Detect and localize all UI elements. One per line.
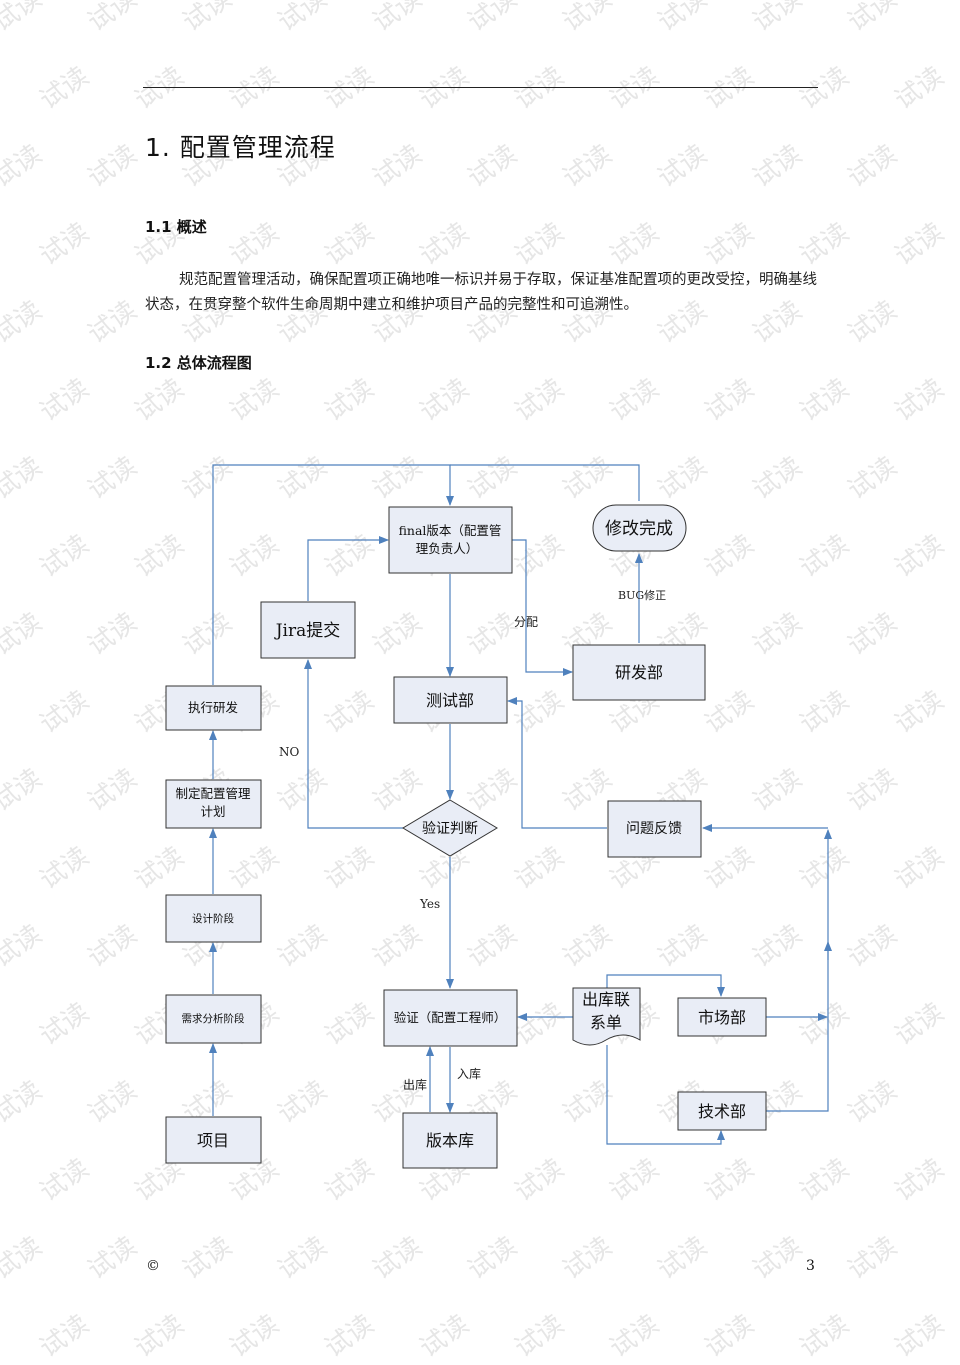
- node-plan-box: [165, 779, 262, 829]
- footer-copyright: ©: [146, 1258, 160, 1274]
- node-exec-box: [165, 685, 262, 731]
- label-final-line1: final版本（配置管: [399, 523, 502, 538]
- edge-exec-to-final: [212, 464, 454, 685]
- edge-outbound-to-market: [606, 974, 725, 997]
- label-modify-done: 修改完成: [605, 519, 673, 539]
- node-tech-box: [677, 1091, 767, 1131]
- label-market: 市场部: [698, 1008, 746, 1027]
- edge-label-checkout: 出库: [403, 1077, 427, 1092]
- label-plan-line1: 制定配置管理: [175, 786, 251, 801]
- edge-label-checkin: 入库: [457, 1066, 481, 1081]
- section-heading-overview: 1.1 概述: [145, 218, 207, 236]
- label-final-line2: 理负责人）: [416, 541, 479, 556]
- node-project-box: [165, 1116, 262, 1164]
- label-outbound-line2: 系单: [590, 1013, 622, 1032]
- node-outbound-document-shape: [572, 987, 641, 1046]
- node-final-box: [388, 506, 513, 574]
- node-rd-box: [572, 644, 706, 701]
- node-design-box: [165, 894, 262, 943]
- edge-label-yes: Yes: [419, 897, 440, 911]
- node-verify-judge-diamond: [402, 799, 498, 857]
- node-requirements-box: [165, 994, 262, 1044]
- node-jira-box: [260, 601, 356, 659]
- footer-page-number: 3: [806, 1258, 815, 1274]
- page-title: 1. 配置管理流程: [145, 133, 336, 162]
- edge-label-assign: 分配: [514, 615, 538, 629]
- label-repo: 版本库: [426, 1131, 474, 1150]
- label-feedback: 问题反馈: [626, 821, 682, 837]
- label-exec-rd: 执行研发: [188, 700, 239, 715]
- node-test-box: [393, 676, 508, 724]
- label-plan-line2: 计划: [200, 804, 225, 819]
- node-feedback-box: [607, 800, 702, 858]
- edge-modify-to-final: [450, 464, 640, 501]
- label-rd: 研发部: [615, 663, 663, 682]
- overview-paragraph: 规范配置管理活动，确保配置项正确地唯一标识并易于存取，保证基准配置项的更改受控，…: [145, 272, 817, 313]
- section-heading-flowchart: 1.2 总体流程图: [145, 354, 252, 372]
- label-verify: 验证（配置工程师）: [394, 1010, 507, 1025]
- edge-assign-to-rd: [512, 539, 573, 676]
- label-requirements: 需求分析阶段: [182, 1012, 245, 1025]
- edge-label-bug-fix: BUG修正: [618, 588, 666, 602]
- label-project: 项目: [197, 1131, 229, 1150]
- label-outbound-line1: 出库联: [582, 990, 630, 1009]
- header-rule: [143, 87, 818, 88]
- node-verify-box: [383, 989, 518, 1047]
- node-modify-done-shape: [592, 504, 687, 552]
- edge-outbound-to-tech: [606, 1045, 725, 1145]
- node-market-box: [677, 997, 767, 1037]
- edge-tech-to-right-bus: [766, 829, 832, 1112]
- edge-feedback-to-test: [507, 697, 607, 829]
- label-design: 设计阶段: [192, 912, 234, 925]
- node-repo-box: [402, 1112, 498, 1169]
- label-verify-judge: 验证判断: [422, 821, 478, 837]
- label-jira: Jira提交: [274, 621, 341, 641]
- edge-jira-to-final: [307, 536, 389, 601]
- label-test: 测试部: [426, 691, 474, 710]
- label-tech: 技术部: [698, 1102, 746, 1121]
- edge-judge-no-to-jira: [304, 659, 405, 829]
- edge-label-no: NO: [279, 745, 300, 759]
